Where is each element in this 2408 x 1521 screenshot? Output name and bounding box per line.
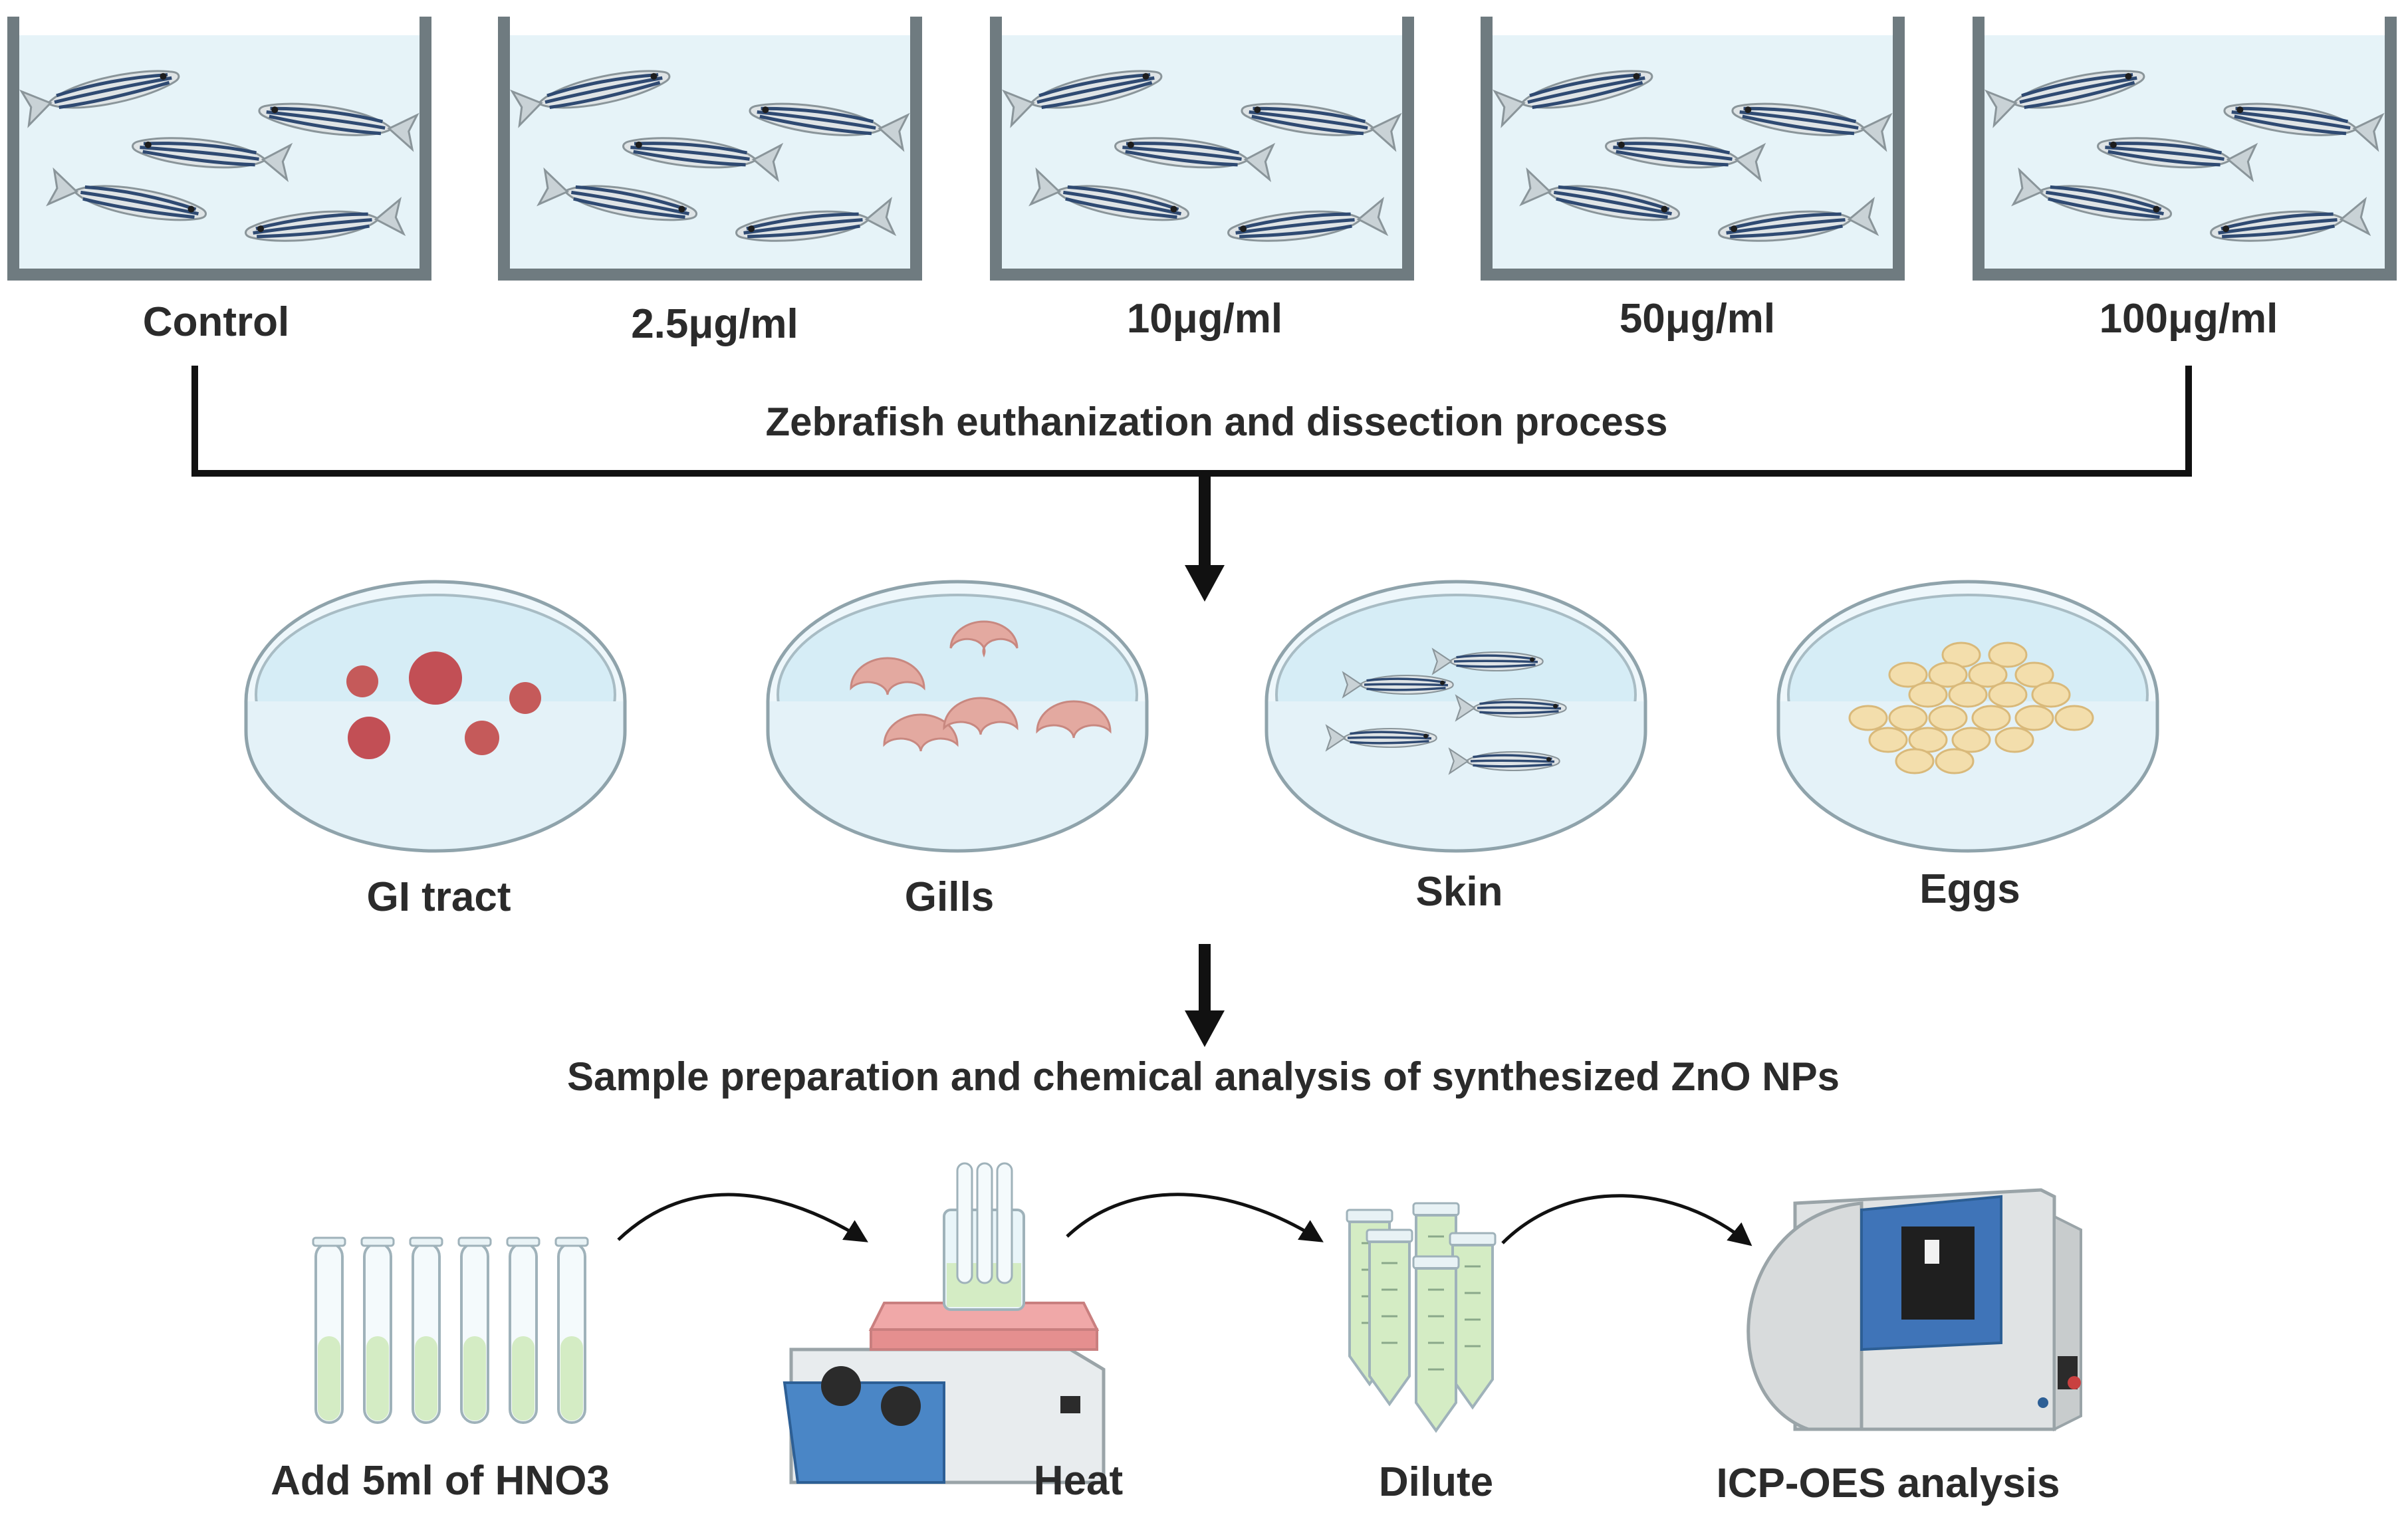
dish-skin	[1266, 582, 1645, 851]
step-label-icp-oes: ICP-OES analysis	[1717, 1461, 2060, 1506]
tank-control	[7, 17, 431, 281]
step-label-heat: Heat	[1034, 1458, 1123, 1504]
tank-100	[1973, 17, 2397, 281]
tank-label-10: 10μg/ml	[1127, 296, 1282, 342]
tank-label-100: 100μg/ml	[2100, 296, 2278, 342]
flow-bracket	[191, 366, 2192, 602]
dish-gi-tract	[246, 582, 625, 851]
step-label-hno3: Add 5ml of HNO3	[271, 1458, 610, 1504]
dissection-label: Zebrafish euthanization and dissection p…	[766, 400, 1668, 444]
tank-10	[990, 17, 1414, 281]
step-label-dilute: Dilute	[1379, 1459, 1493, 1505]
dish-label-gi-tract: GI tract	[366, 874, 511, 920]
analysis-label: Sample preparation and chemical analysis…	[567, 1054, 1840, 1099]
icp-oes-instrument	[1746, 1188, 2082, 1432]
dish-label-eggs: Eggs	[1919, 866, 2020, 912]
step-arrows	[617, 1193, 1752, 1246]
dish-label-skin: Skin	[1416, 869, 1503, 915]
falcon-tubes	[1346, 1202, 1497, 1432]
test-tubes	[312, 1236, 589, 1424]
hot-plate	[783, 1162, 1106, 1484]
down-arrow	[1185, 944, 1225, 1047]
dish-gills	[768, 582, 1147, 851]
dish-label-gills: Gills	[905, 874, 994, 920]
tank-label-2-5: 2.5μg/ml	[631, 301, 798, 347]
tank-2-5	[498, 17, 922, 281]
tank-label-control: Control	[143, 299, 289, 345]
dish-eggs	[1778, 582, 2157, 851]
tank-50	[1481, 17, 1905, 281]
tank-label-50: 50μg/ml	[1620, 296, 1775, 342]
